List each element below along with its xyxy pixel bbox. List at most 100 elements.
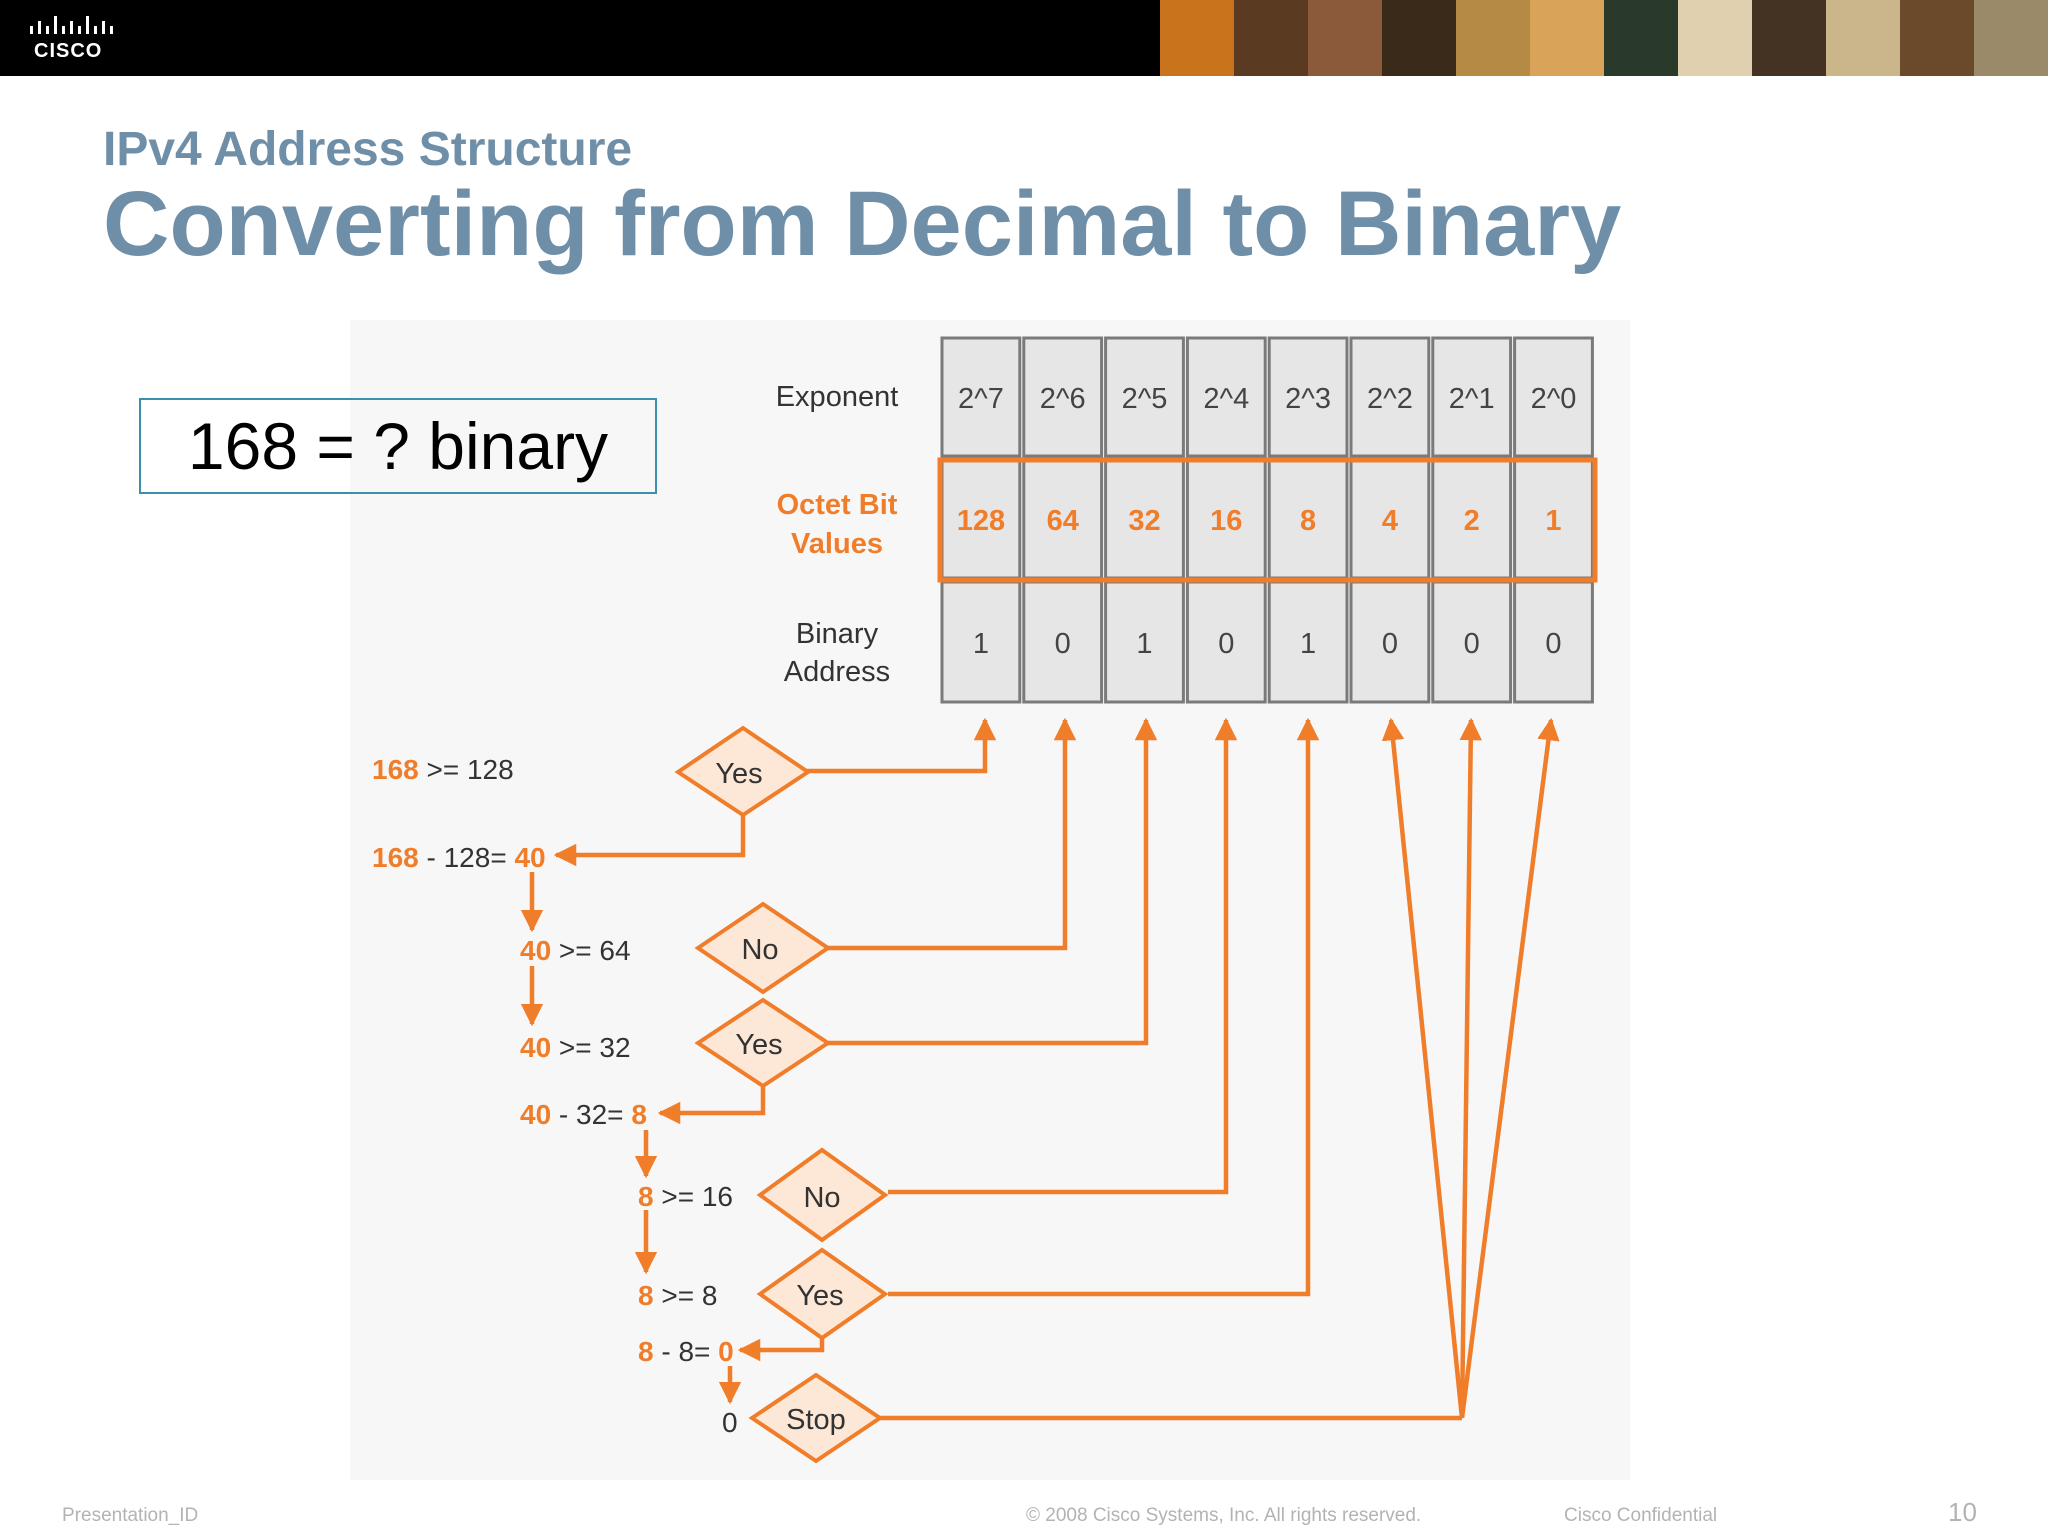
binary-cell-bg	[1022, 580, 1104, 704]
exponent-cell: 2^4	[1203, 383, 1249, 415]
header-photo	[1752, 0, 1826, 76]
step-6: 8 >= 16	[638, 1181, 733, 1212]
footer-copyright: © 2008 Cisco Systems, Inc. All rights re…	[1026, 1505, 1422, 1526]
bit-value-cell: 8	[1300, 505, 1316, 537]
header-photo	[1678, 0, 1752, 76]
step-4: 40 >= 32	[520, 1032, 631, 1063]
bit-value-cell-bg	[1104, 458, 1185, 580]
header-photo	[1604, 0, 1678, 76]
arrow-no-to-bit4	[888, 717, 1238, 1195]
binary-cell: 0	[1218, 628, 1234, 660]
header-photo-strip	[1160, 0, 2048, 76]
arrow-yes-to-bit5	[826, 717, 1158, 1046]
row-label-octet-line1: Octet Bit	[777, 489, 898, 521]
binary-cell: 1	[1300, 628, 1316, 660]
exponent-cell-bg	[1022, 336, 1104, 458]
arrow-stop-to-bit0	[1459, 717, 1560, 1419]
binary-cell: 1	[1136, 628, 1152, 660]
decision-diamond-5	[756, 1247, 889, 1341]
step-3: 40 >= 64	[520, 935, 631, 966]
header-photo	[1234, 0, 1308, 76]
header-photo	[1826, 0, 1900, 76]
arrow-yes2-to-subtract	[657, 1083, 766, 1125]
footer-confidential: Cisco Confidential	[1564, 1505, 1718, 1526]
arrow-yes3-to-subtract	[737, 1334, 825, 1362]
exponent-cell: 2^7	[958, 383, 1004, 415]
arrow-yes1-to-subtract	[553, 810, 746, 867]
decision-diamond-6	[748, 1372, 884, 1464]
row-label-exponent: Exponent	[776, 381, 899, 413]
header-photo	[1160, 0, 1234, 76]
step-8: 8 - 8= 0	[638, 1336, 734, 1367]
arrow-yes-to-bit7	[806, 717, 997, 774]
cisco-logo	[30, 16, 113, 34]
decision-diamond-1	[674, 725, 812, 818]
decision-label-2: No	[741, 934, 778, 966]
binary-cell-bg	[940, 580, 1022, 704]
header-photo	[1900, 0, 1974, 76]
decision-label-1: Yes	[715, 758, 762, 790]
decision-label-3: Yes	[735, 1029, 782, 1061]
bit-value-cell: 32	[1128, 505, 1160, 537]
arrow-yes-to-bit3	[888, 717, 1320, 1297]
step-7: 8 >= 8	[638, 1280, 717, 1311]
step-2: 168 - 128= 40	[372, 842, 546, 873]
step-5: 40 - 32= 8	[520, 1099, 647, 1130]
logo-text: CISCO	[34, 40, 103, 62]
row-label-octet-line2: Values	[791, 528, 883, 560]
exponent-cell: 2^2	[1367, 383, 1413, 415]
bit-value-cell: 2	[1464, 505, 1480, 537]
exponent-cell-bg	[940, 336, 1022, 458]
arrow-no-to-bit6	[826, 717, 1077, 951]
binary-cell: 0	[1382, 628, 1398, 660]
exponent-cell-bg	[1267, 336, 1349, 458]
page-number: 10	[1948, 1497, 1977, 1527]
slide-subtitle: IPv4 Address Structure	[103, 123, 633, 176]
exponent-cell: 2^0	[1531, 383, 1577, 415]
bit-value-cell: 1	[1545, 505, 1561, 537]
binary-cell: 0	[1055, 628, 1071, 660]
decision-diamond-3	[694, 997, 832, 1089]
header-photo	[1382, 0, 1456, 76]
exponent-cell-bg	[1513, 336, 1594, 458]
binary-cell-bg	[1185, 580, 1267, 704]
exponent-cell-bg	[1431, 336, 1513, 458]
octet-row-highlight	[937, 457, 1598, 583]
header-photo	[1974, 0, 2048, 76]
header-bar: CISCO	[0, 0, 2048, 76]
binary-cell-bg	[1431, 580, 1513, 704]
exponent-cell-bg	[1104, 336, 1185, 458]
decision-label-6: Stop	[786, 1404, 846, 1436]
exponent-cell: 2^6	[1040, 383, 1086, 415]
bit-value-cell: 4	[1382, 505, 1398, 537]
binary-cell: 0	[1545, 628, 1561, 660]
step-9: 0	[722, 1407, 738, 1438]
bit-value-cell: 128	[957, 505, 1005, 537]
step-1: 168 >= 128	[372, 754, 514, 785]
bit-value-cell: 16	[1210, 505, 1242, 537]
bit-value-cell: 64	[1047, 505, 1079, 537]
decision-diamond-4	[756, 1147, 889, 1243]
row-label-binary-line1: Binary	[796, 618, 879, 650]
exponent-cell: 2^3	[1285, 383, 1331, 415]
arrow-stop-to-bit1	[1459, 717, 1482, 1419]
arrow-stop-to-bit2	[1381, 717, 1465, 1419]
row-label-binary-line2: Address	[784, 656, 890, 688]
binary-cell: 1	[973, 628, 989, 660]
exponent-cell-bg	[1185, 336, 1267, 458]
decision-diamond-2	[694, 901, 832, 995]
binary-cell-bg	[1104, 580, 1185, 704]
header-photo	[1308, 0, 1382, 76]
slide-title: Converting from Decimal to Binary	[103, 173, 1622, 275]
header-photo	[1530, 0, 1604, 76]
exponent-cell-bg	[1349, 336, 1431, 458]
binary-cell-bg	[1267, 580, 1349, 704]
binary-cell-bg	[1513, 580, 1594, 704]
bit-value-cell-bg	[1349, 458, 1431, 580]
footer-presentation-id: Presentation_ID	[62, 1505, 199, 1526]
decision-label-5: Yes	[796, 1280, 843, 1312]
question-box: 168 = ? binary	[139, 398, 657, 494]
header-photo	[1456, 0, 1530, 76]
